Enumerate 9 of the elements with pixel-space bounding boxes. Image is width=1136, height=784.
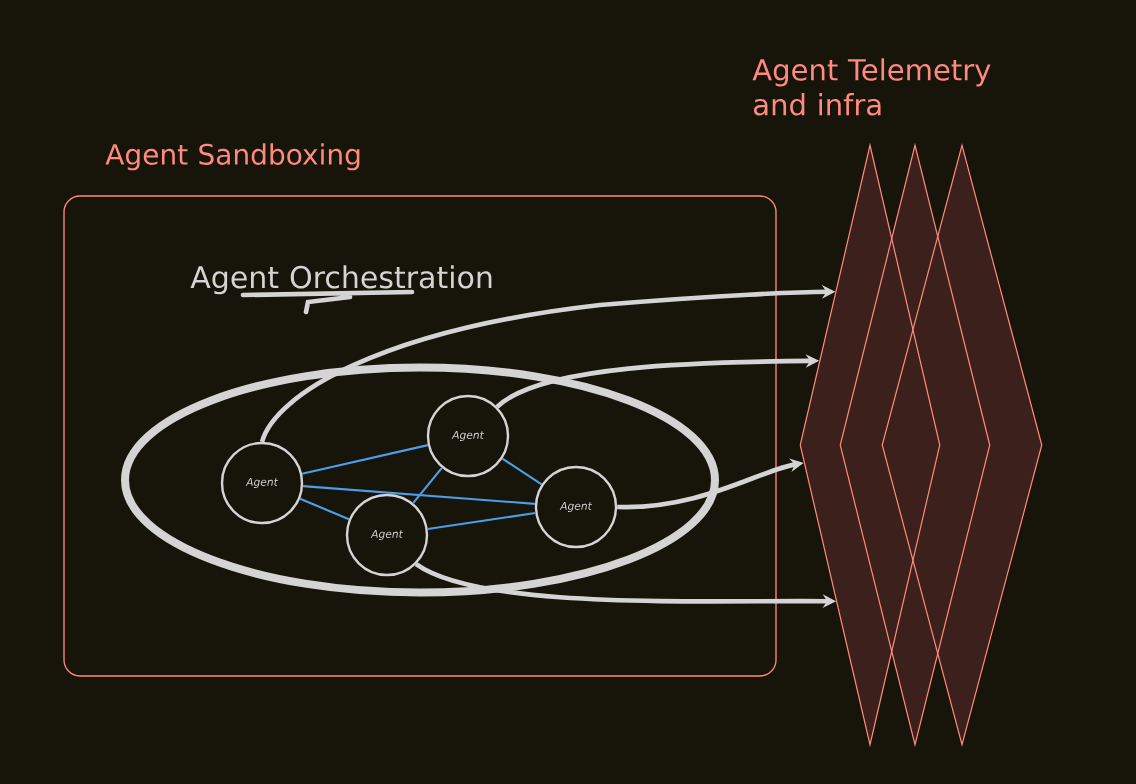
connector-line xyxy=(412,467,443,504)
connector-line xyxy=(427,511,536,530)
heading: Agent Telemetry and infra xyxy=(752,58,991,116)
heading: Agent Sandboxing xyxy=(105,143,360,171)
connector-line xyxy=(303,485,535,505)
connector-line xyxy=(301,444,429,475)
connector-line xyxy=(299,497,350,521)
connector-line xyxy=(501,457,543,486)
heading: Agent Orchestration xyxy=(190,265,492,295)
